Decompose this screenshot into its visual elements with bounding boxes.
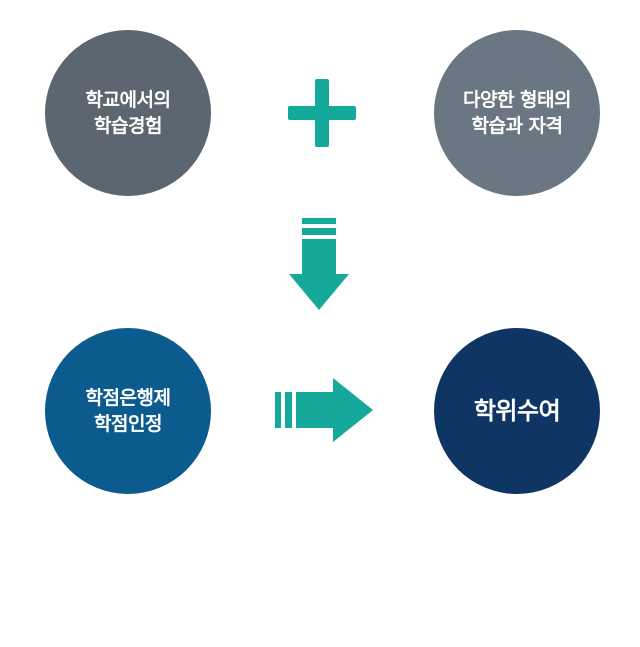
arrow-down-stripe-2 [302, 228, 336, 235]
arrow-down-stripe-1 [302, 218, 336, 224]
arrow-right-icon [275, 378, 373, 442]
node-credit-recognition-line-1: 학점은행제 [85, 387, 171, 409]
node-credit-recognition: 학점은행제 학점인정 [45, 328, 211, 494]
node-credit-recognition-line-2: 학점인정 [94, 413, 162, 435]
arrow-down-head [289, 274, 349, 310]
node-diverse-learning-line-2: 학습과 자격 [471, 115, 563, 137]
node-diverse-learning-line-1: 다양한 형태의 [463, 89, 572, 111]
plus-icon-horizontal-bar [288, 106, 356, 120]
arrow-right-shaft [296, 392, 336, 428]
node-degree-line-1: 학위수여 [473, 397, 561, 425]
arrow-right-head [333, 378, 373, 442]
node-school-learning-line-2: 학습경험 [94, 115, 162, 137]
arrow-right-stripe-1 [275, 392, 281, 428]
node-school-learning-line-1: 학교에서의 [85, 89, 171, 111]
node-degree: 학위수여 [434, 328, 600, 494]
arrow-down-shaft [302, 239, 336, 277]
arrow-down-icon [289, 218, 349, 310]
arrow-right-stripe-2 [285, 392, 292, 428]
node-school-learning: 학교에서의 학습경험 [45, 30, 211, 196]
plus-icon [288, 79, 356, 147]
node-diverse-learning: 다양한 형태의 학습과 자격 [434, 30, 600, 196]
